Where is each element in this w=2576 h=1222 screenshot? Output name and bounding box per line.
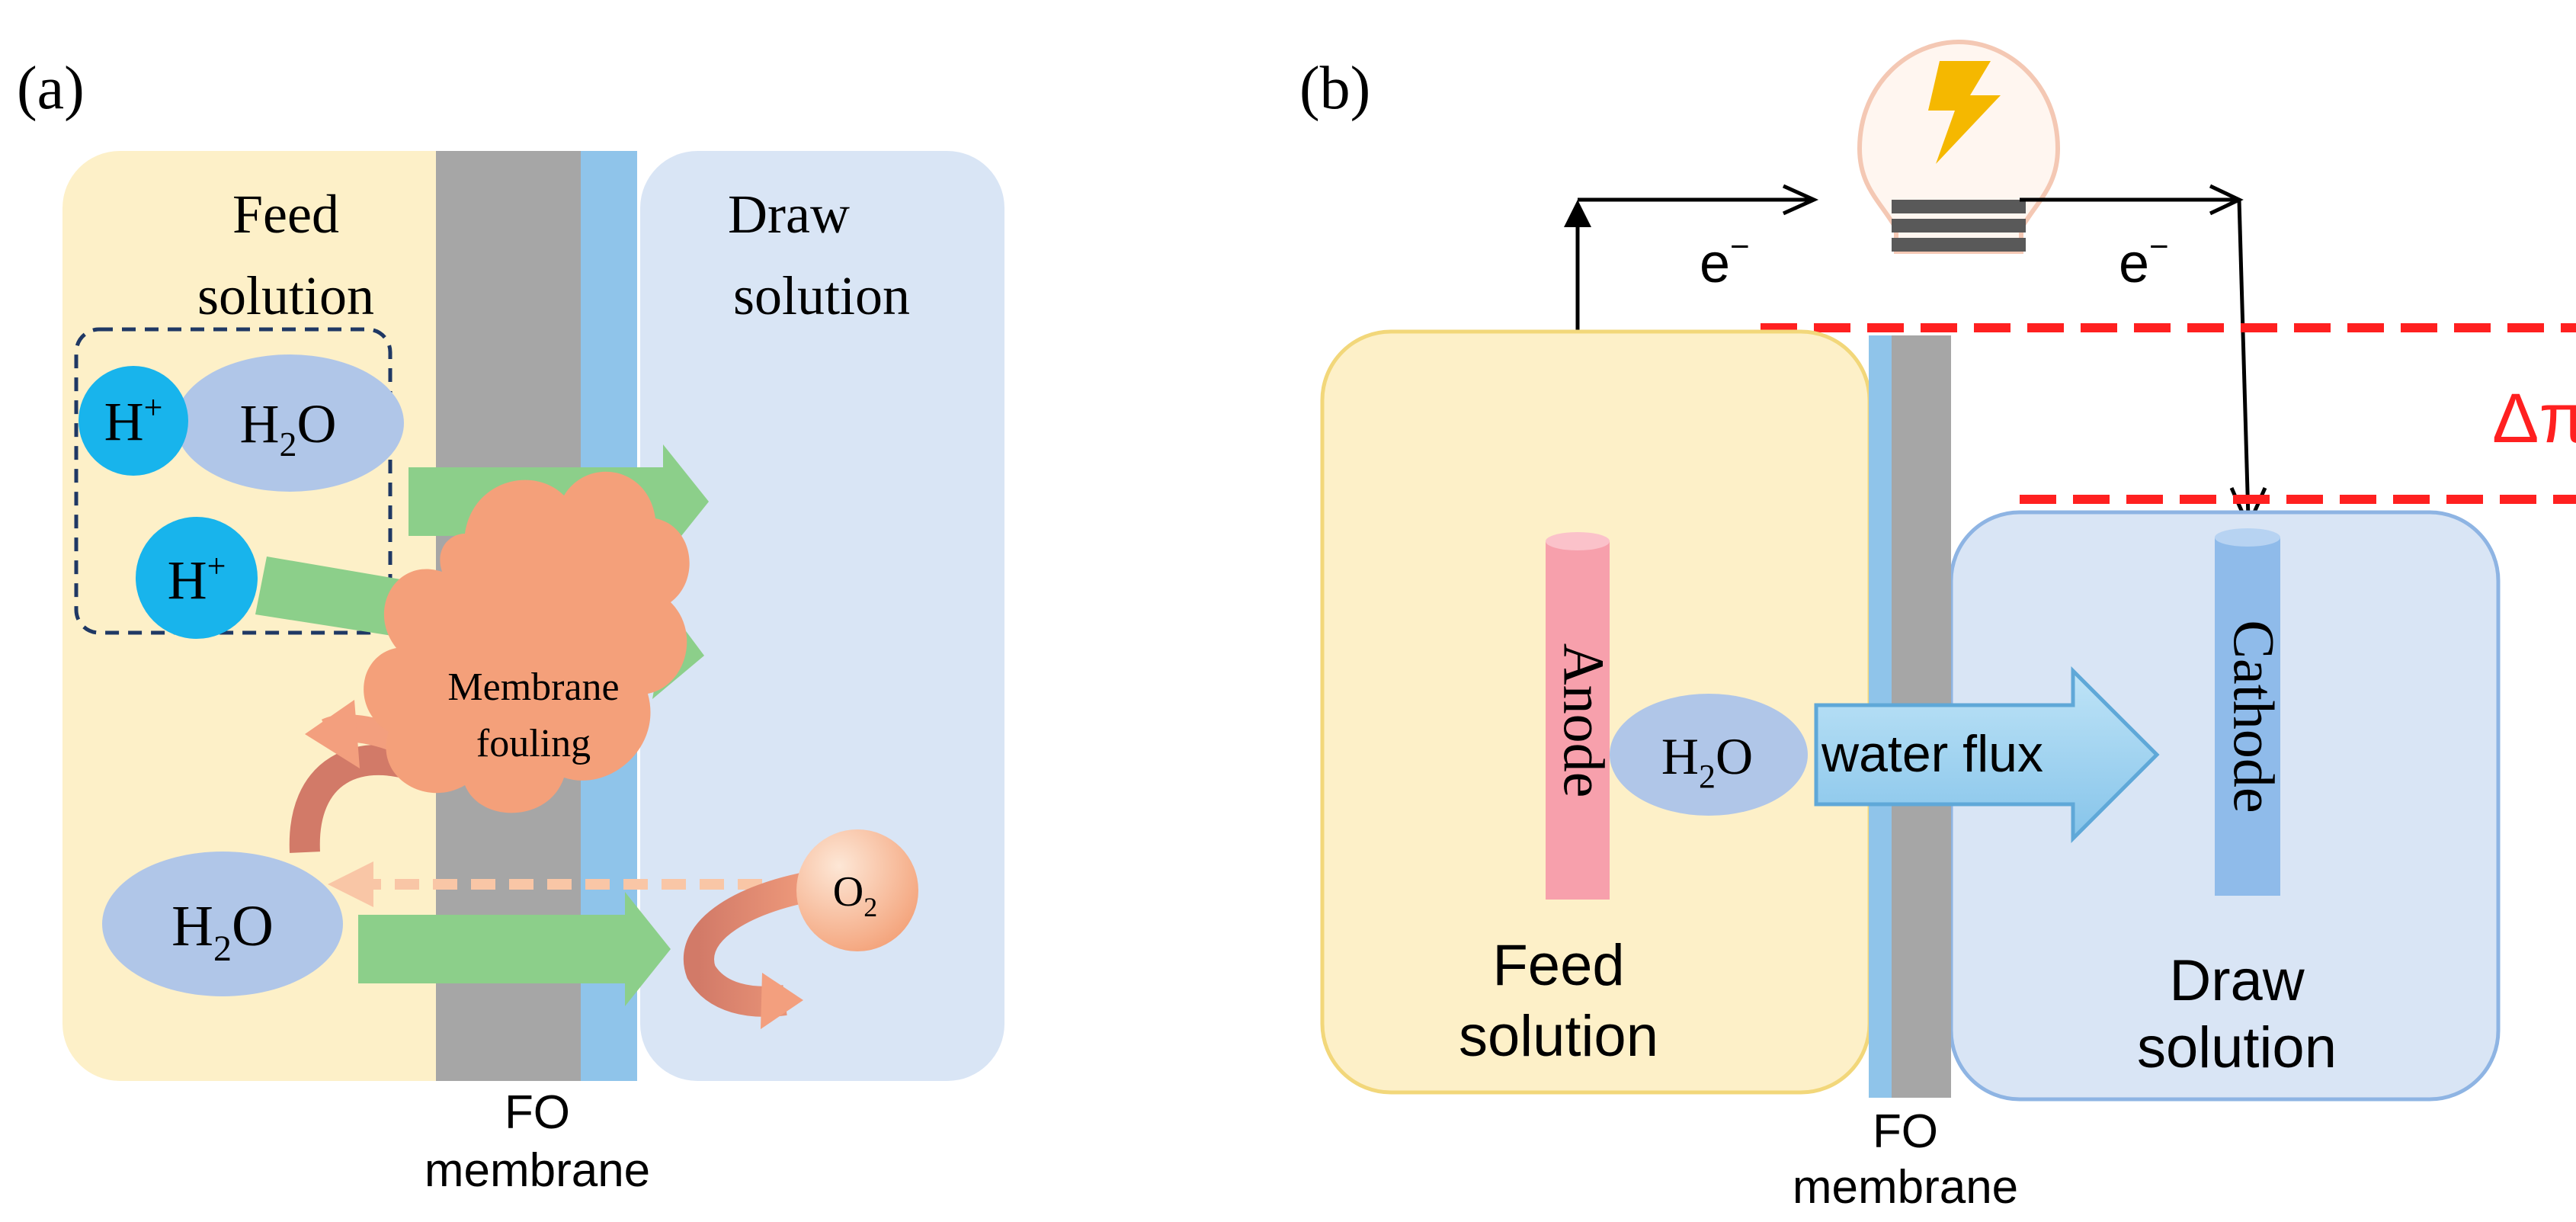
draw-solution-b-line2: solution xyxy=(2137,1015,2337,1080)
draw-solution-b-line1: Draw xyxy=(2169,948,2305,1013)
fouling-label-line1: Membrane xyxy=(447,666,619,709)
water-molecule-bottom xyxy=(102,852,343,996)
draw-solution-region xyxy=(640,151,1004,1081)
electron-label-right: e− xyxy=(2119,228,2169,294)
fouling-label-line2: fouling xyxy=(476,722,591,765)
oxygen-reaction-curve xyxy=(684,869,826,1017)
cathode-label: Cathode xyxy=(2222,620,2286,813)
water-flux-arrow-bottom xyxy=(358,892,671,1006)
water-flux-arrow-b xyxy=(1814,666,2160,844)
cathode-electrode xyxy=(2215,537,2280,896)
panel-b-label: (b) xyxy=(1299,55,1370,122)
backflow-arrowhead-left xyxy=(305,700,360,768)
proton-transport-box xyxy=(74,327,392,635)
anode-wire-arrowhead xyxy=(1564,200,1591,227)
fo-membrane-label-b-line1: FO xyxy=(1873,1105,1938,1158)
light-bulb-icon xyxy=(1857,39,2061,254)
electron-label-left: e− xyxy=(1700,228,1750,294)
water-flux-label: water flux xyxy=(1821,725,2043,783)
feed-solution-label-line2: solution xyxy=(197,265,374,326)
wire-to-bulb-arrowhead xyxy=(1782,184,1819,216)
water-label-bottom: H2O xyxy=(171,894,274,969)
water-label-b: H2O xyxy=(1661,727,1753,795)
panel-a-label: (a) xyxy=(17,55,85,122)
proton-ion-bottom xyxy=(136,517,258,639)
anode-electrode-top xyxy=(1546,532,1610,550)
oxygen-label: O2 xyxy=(833,868,877,922)
draw-solution-label-line1: Draw xyxy=(728,184,850,245)
water-label-top: H2O xyxy=(240,393,337,463)
cathode-wire-vertical xyxy=(2237,199,2251,519)
draw-solution-label-line2: solution xyxy=(733,265,910,326)
water-molecule-top xyxy=(175,354,404,492)
membrane-fouling-blob xyxy=(364,471,690,813)
delta-pi-label: Δπ xyxy=(2492,380,2576,457)
water-molecule-b xyxy=(1610,694,1808,816)
oxygen-reaction-arrowhead xyxy=(761,973,803,1029)
oxygen-molecule xyxy=(796,829,918,951)
proton-label-bottom: H+ xyxy=(168,547,226,611)
panel-a: (a) Feed solution Draw solution H+ H2O H… xyxy=(17,55,1004,1197)
fo-membrane-label-a-line1: FO xyxy=(505,1086,570,1139)
feed-solution-b-line2: solution xyxy=(1459,1004,1658,1069)
feed-solution-label-line1: Feed xyxy=(232,184,339,245)
cathode-electrode-top xyxy=(2215,528,2280,547)
anode-label: Anode xyxy=(1552,643,1616,798)
panel-b: (b) e− e− Δπ Anode xyxy=(1299,39,2576,1214)
fo-membrane-label-a-line2: membrane xyxy=(425,1144,650,1197)
proton-ion-top xyxy=(78,366,188,476)
proton-label-top: H+ xyxy=(104,389,163,452)
fo-membrane-label-b-line2: membrane xyxy=(1793,1161,2018,1214)
feed-solution-b-line1: Feed xyxy=(1492,933,1624,998)
anode-electrode xyxy=(1546,541,1610,900)
oxygen-backdiffusion-arrowhead xyxy=(328,861,373,907)
